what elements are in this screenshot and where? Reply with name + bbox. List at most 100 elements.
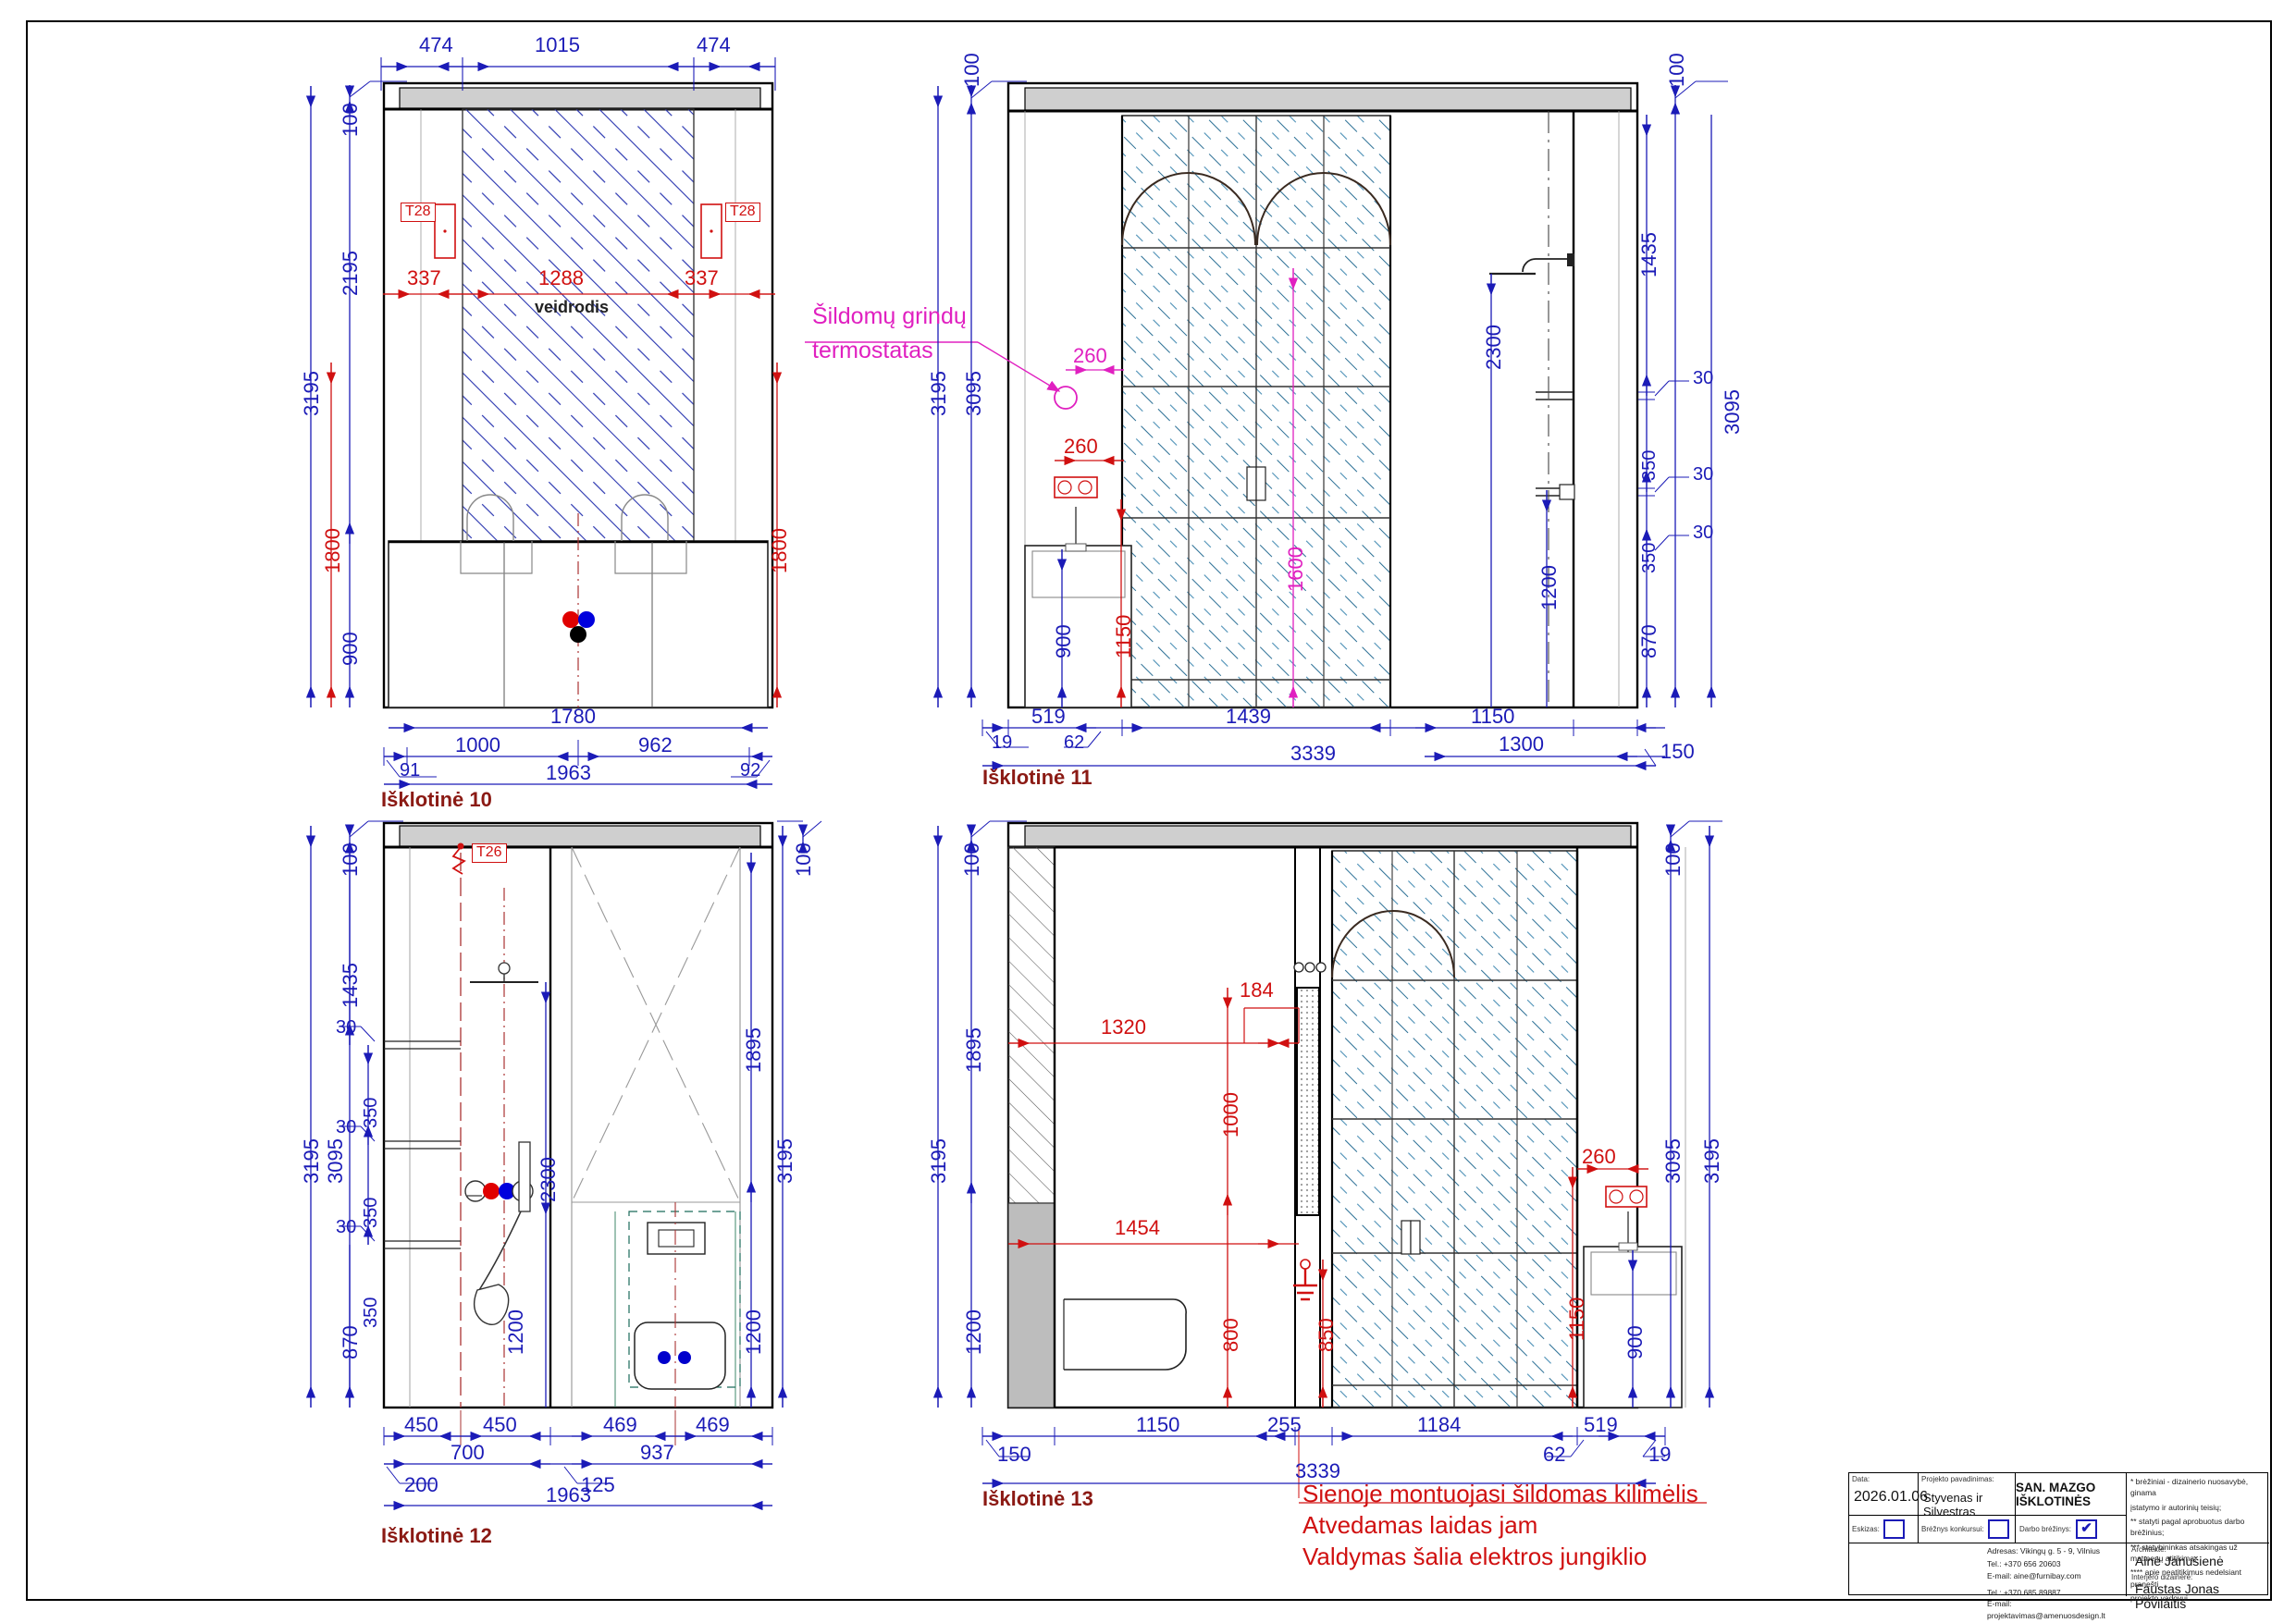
dim-1435-v12: 1435 xyxy=(339,963,362,1008)
dim-450-a: 450 xyxy=(404,1413,438,1436)
dim-30-v12-a: 30 xyxy=(336,1017,357,1038)
dim-30-a: 30 xyxy=(1693,368,1714,388)
dim-30-b: 30 xyxy=(1693,464,1714,485)
dim-150-v13: 150 xyxy=(997,1443,1031,1466)
dim-519-v13: 519 xyxy=(1584,1413,1618,1436)
sketch-checkbox[interactable] xyxy=(1882,1519,1905,1539)
dim-337-right: 337 xyxy=(685,266,719,289)
tb-date-label: Data: xyxy=(1852,1475,1870,1483)
dim-91: 91 xyxy=(400,760,421,781)
dim-30-v12-b: 30 xyxy=(336,1117,357,1137)
dim-260-v13: 260 xyxy=(1582,1145,1616,1168)
dim-3095-v11-right: 3095 xyxy=(1721,389,1744,435)
view-title-13: Išklotinė 13 xyxy=(982,1487,1093,1510)
dim-900-v10: 900 xyxy=(339,632,362,666)
dim-350-b: 350 xyxy=(1639,542,1660,573)
tb-address: Adresas: Vikingų g. 5 - 9, Vilnius xyxy=(1987,1546,2101,1555)
dim-3195-v13-right: 3195 xyxy=(1700,1138,1723,1184)
dim-469-b: 469 xyxy=(696,1413,730,1436)
tag-t26: T26 xyxy=(472,843,507,863)
dim-184: 184 xyxy=(1240,978,1274,1002)
dim-19-v13: 19 xyxy=(1648,1443,1672,1466)
dim-350-v12-b: 350 xyxy=(361,1197,381,1228)
tb-note-1: * brėžiniai - dizainerio nuosavybė, gina… xyxy=(2130,1477,2249,1498)
working-checkbox[interactable]: ✔ xyxy=(2076,1519,2098,1539)
dim-1288: 1288 xyxy=(538,266,584,289)
dim-900-v13: 900 xyxy=(1623,1325,1647,1359)
tb-date-value: 2026.01.06 xyxy=(1854,1489,1929,1505)
dim-1200-v13: 1200 xyxy=(962,1309,985,1355)
dim-3339-v13b: 3339 xyxy=(1295,1459,1340,1482)
dim-150-v11: 150 xyxy=(1660,740,1695,763)
dim-350-v12-a: 350 xyxy=(361,1097,381,1128)
tb-competition-cell[interactable]: Brėžnys konkursui: xyxy=(1919,1516,2016,1543)
tag-t28-right: T28 xyxy=(725,203,760,222)
tag-t28-left: T28 xyxy=(401,203,436,222)
view-title-12: Išklotinė 12 xyxy=(381,1524,492,1547)
dim-1184: 1184 xyxy=(1417,1413,1462,1436)
dim-2300-v12: 2300 xyxy=(537,1157,560,1202)
title-block: Data: 2026.01.06 Projekto pavadinimas: S… xyxy=(1848,1472,2269,1620)
tb-email2: E-mail: projektavimas@amenuosdesign.lt xyxy=(1987,1599,2105,1620)
dim-100-v13-right: 100 xyxy=(1661,842,1685,877)
dim-1200-v12-mid: 1200 xyxy=(504,1309,527,1355)
tb-designer-name: Faustas Jonas Povilaitis xyxy=(2135,1581,2220,1611)
tb-sketch-label: Eskizas: xyxy=(1852,1525,1880,1533)
dim-450-b: 450 xyxy=(483,1413,517,1436)
dim-3195-v11: 3195 xyxy=(927,371,950,416)
dim-255: 255 xyxy=(1267,1413,1302,1436)
dim-1800-left: 1800 xyxy=(321,528,344,573)
dim-1150-bottom-v13: 1150 xyxy=(1136,1413,1180,1436)
dim-30-v12-c: 30 xyxy=(336,1217,357,1237)
tb-drawing-title: SAN. MAZGO IŠKLOTINĖS xyxy=(2016,1480,2096,1508)
dim-1200-v11: 1200 xyxy=(1537,565,1561,610)
tb-blank-cell xyxy=(1849,1543,1983,1596)
dim-1963-v10: 1963 xyxy=(546,761,591,784)
dim-1150-v11: 1150 xyxy=(1112,614,1135,658)
dim-3195-v12-right: 3195 xyxy=(773,1138,796,1184)
tb-sketch-cell[interactable]: Eskizas: xyxy=(1849,1516,1919,1543)
tb-working-cell[interactable]: Darbo brėžinys: ✔ xyxy=(2016,1516,2127,1543)
tb-architect-name: Ainė Janušienė xyxy=(2135,1554,2224,1568)
view-title-11: Išklotinė 11 xyxy=(982,766,1092,789)
dim-800-v13: 800 xyxy=(1219,1318,1242,1352)
dim-1895-v13: 1895 xyxy=(962,1027,985,1073)
dim-350-a: 350 xyxy=(1639,449,1660,481)
dim-19-v11: 19 xyxy=(992,732,1013,753)
tb-note-2: įstatymo ir autorinių teisių; xyxy=(2130,1502,2222,1512)
dim-2300-v11: 2300 xyxy=(1482,325,1505,370)
tb-designer-label: Interjero dizainerė: xyxy=(2131,1573,2193,1581)
tb-project-value: Styvenas ir Silvestras xyxy=(1923,1491,1983,1518)
dim-100-v12-right: 100 xyxy=(792,842,815,877)
dim-519-v11: 519 xyxy=(1031,705,1066,728)
mirror-label: veidrodis xyxy=(535,298,610,316)
note-line-2: Atvedamas laidas jam xyxy=(1302,1511,1538,1539)
dim-2195: 2195 xyxy=(339,251,362,296)
dim-100-v13-left: 100 xyxy=(960,842,983,877)
dim-1895-v12: 1895 xyxy=(742,1027,765,1073)
thermostat-annotation-line1: Šildomų grindų xyxy=(812,303,967,329)
dim-870-v11: 870 xyxy=(1637,624,1660,658)
dim-1300: 1300 xyxy=(1499,732,1544,756)
tb-tel2: Tel.: +370 685 89887 xyxy=(1987,1587,2061,1597)
dim-3095-v12: 3095 xyxy=(324,1138,347,1184)
tb-tel1: Tel.: +370 656 20603 xyxy=(1987,1559,2061,1569)
dim-3195-v13: 3195 xyxy=(927,1138,950,1184)
dim-1454: 1454 xyxy=(1115,1216,1160,1239)
dim-100-v11-right: 100 xyxy=(1665,53,1688,87)
note-line-1: Sienoje montuojasi šildomas kilimėlis xyxy=(1302,1480,1698,1507)
tb-note-3: ** statyti pagal aprobuotus darbo brėžin… xyxy=(2130,1516,2245,1538)
dim-700: 700 xyxy=(451,1441,485,1464)
tb-project-label: Projekto pavadinimas: xyxy=(1921,1475,1994,1483)
dim-100-v11-left: 100 xyxy=(960,53,983,87)
dim-474-left: 474 xyxy=(419,33,453,56)
competition-checkbox[interactable] xyxy=(1987,1519,2009,1539)
dim-200: 200 xyxy=(404,1473,438,1496)
dim-937: 937 xyxy=(640,1441,674,1464)
dim-1439: 1439 xyxy=(1226,705,1271,728)
dim-3095-v13: 3095 xyxy=(1661,1138,1685,1184)
dim-260-red-v11: 260 xyxy=(1064,435,1098,458)
dim-3195-v10: 3195 xyxy=(300,371,323,416)
sheet-border xyxy=(26,20,2272,1601)
